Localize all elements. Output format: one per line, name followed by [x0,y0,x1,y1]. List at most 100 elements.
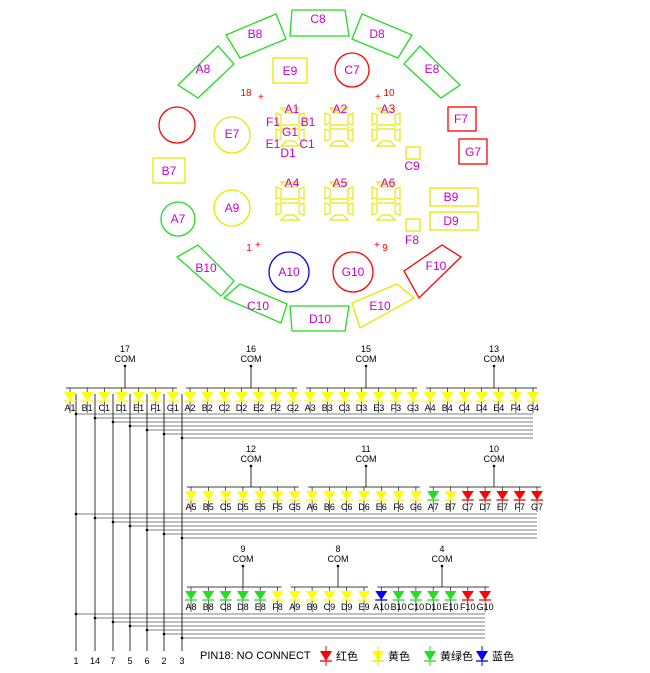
com-number: 9 [240,544,245,554]
led-A8 [185,591,197,600]
pin-18-plus: + [258,92,264,103]
legend-blue-label: 蓝色 [492,649,514,663]
bus-dot [74,512,78,516]
label-b1: B1 [301,115,316,129]
led-A9 [288,591,301,600]
digit-6-seg-f [371,186,378,200]
com-dot [492,464,496,468]
bus-dot [162,432,166,436]
com-label: COM [233,554,254,564]
com-label: COM [432,554,453,564]
led-C1 [98,392,111,401]
bus-dot [145,428,149,432]
label-e8: E8 [425,62,440,76]
led-label: D3 [356,403,368,413]
led-E6 [375,491,388,500]
led-label: F2 [271,403,282,413]
led-label: A6 [307,502,318,512]
digit-4-seg-c [298,202,305,216]
led-label: F3 [391,403,402,413]
led-label: B2 [202,403,213,413]
led-C7 [461,491,474,500]
legend-blue-led-icon [476,646,488,666]
digit-2-seg-b [347,112,354,126]
led-label: A3 [305,403,316,413]
led-C5 [219,491,232,500]
led-label: D8 [237,602,249,612]
led-A4 [424,392,437,401]
com-label: COM [115,354,136,364]
digit-6-seg-a [375,181,397,188]
led-label: C10 [408,602,425,612]
com-dot [123,364,127,368]
pin-9-plus: + [374,240,380,251]
led-B3 [321,392,334,401]
led-F5 [271,491,284,500]
led-label: G3 [407,403,419,413]
led-F6 [392,491,405,500]
segment-f7 [447,106,477,132]
segment-e9 [272,57,308,84]
led-label: A4 [425,403,436,413]
led-C2 [218,392,231,401]
digit-6-seg-b [394,186,401,200]
bus-dot [93,516,97,520]
digit-3-seg-e [371,128,378,142]
led-label: E9 [358,602,369,612]
digit-1-seg-b [298,112,305,126]
segment-g10 [332,251,374,293]
com-number: 8 [335,544,340,554]
digit-1 [275,107,305,147]
led-D10 [427,591,440,600]
bottom-pin-label: 1 [73,656,78,666]
led-A3 [304,392,317,401]
digit-2-seg-g [329,124,349,130]
label-e9: E9 [283,64,298,78]
led-label: E4 [493,403,504,413]
digit-5-seg-g [329,198,349,204]
led-D4 [475,392,488,401]
label-a10: A10 [278,265,300,279]
label-e10: E10 [369,299,391,313]
com-dot [241,564,245,568]
led-A6 [306,491,319,500]
digit-3 [371,107,401,147]
led-label: A1 [64,403,75,413]
led-D1 [115,392,128,401]
pin-18-marker: 18 [240,88,252,99]
led-label: F6 [393,502,404,512]
seven-segment-digits [275,107,401,221]
label-f10: F10 [426,259,447,273]
digit-1-seg-a [279,107,301,114]
digit-1-seg-e [275,128,282,142]
led-F10 [461,591,474,600]
bus-dot [180,436,184,440]
segment-d9 [429,211,479,231]
led-A7 [427,491,440,500]
legend-red-label: 红色 [336,649,358,663]
label-d8: D8 [369,27,385,41]
pin-10-marker: 10 [383,88,395,99]
segment-a10 [268,251,310,293]
led-label: G7 [531,502,543,512]
led-label: E3 [373,403,384,413]
segment-e7 [213,116,251,154]
led-F2 [269,392,282,401]
com-label: COM [356,354,377,364]
led-label: A10 [373,602,389,612]
led-E9 [358,591,370,600]
digit-3-seg-a [375,107,397,114]
led-label: D4 [476,403,488,413]
segment-a8 [176,45,235,99]
bus-dot [145,628,149,632]
bus-dot [128,524,132,528]
label-d1: D1 [280,146,296,160]
segment-b8 [225,13,287,59]
led-C4 [458,392,471,401]
led-A2 [184,392,197,401]
label-b7: B7 [162,164,177,178]
led-C6 [340,491,353,500]
digit-5-seg-e [324,202,331,216]
led-B6 [323,491,336,500]
led-A5 [185,491,197,500]
